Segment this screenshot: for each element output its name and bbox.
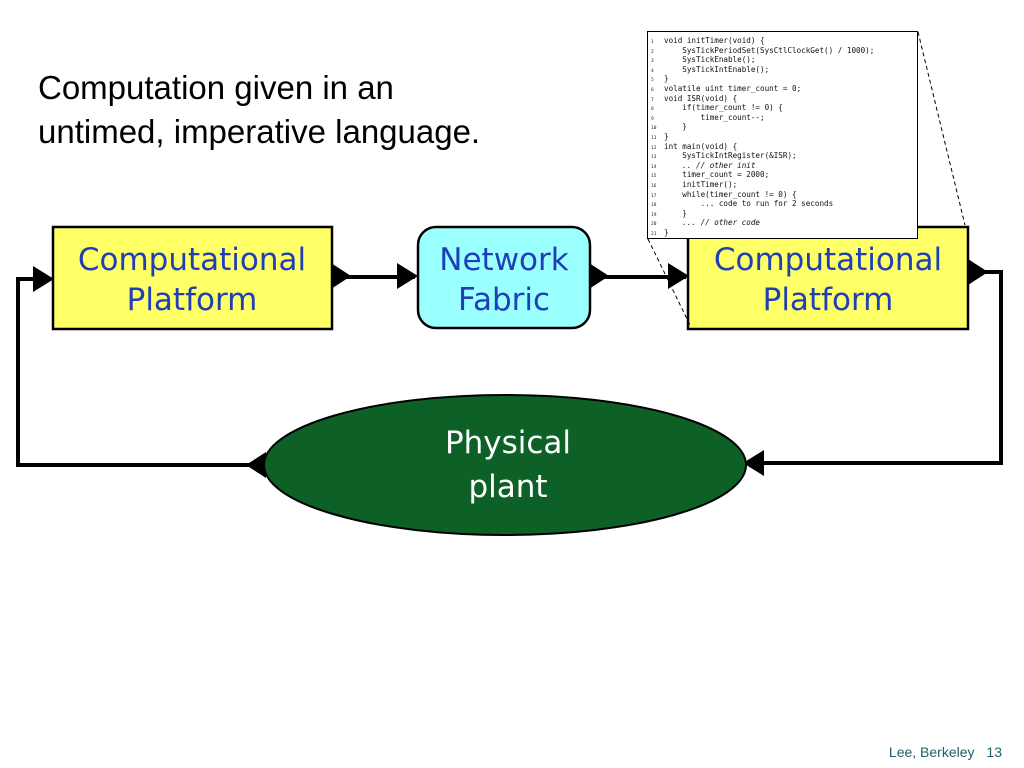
code-line: 17 while(timer_count != 0) { <box>651 190 914 200</box>
arrowheads <box>33 259 988 478</box>
code-line: 10 } <box>651 122 914 132</box>
output-port-right-platform <box>968 259 988 285</box>
code-line-number: 6 <box>651 87 654 93</box>
slide-title: Computation given in an untimed, imperat… <box>38 66 598 154</box>
plant-label-line-1: Physical <box>445 425 571 461</box>
code-line-text: SysTickIntEnable(); <box>664 64 770 74</box>
code-line-text: while(timer_count != 0) { <box>664 189 797 199</box>
code-line-number: 16 <box>651 183 657 189</box>
code-line: 12 int main(void) { <box>651 142 914 152</box>
code-line: 20 ... // other code <box>651 218 914 228</box>
code-line: 8 if(timer_count != 0) { <box>651 103 914 113</box>
code-line-text: void ISR(void) { <box>664 93 738 103</box>
code-line: 11} <box>651 132 914 142</box>
code-line-number: 7 <box>651 97 654 103</box>
code-line-text: void initTimer(void) { <box>664 36 765 45</box>
code-line: 19 } <box>651 209 914 219</box>
left-platform-label-line-1: Computational <box>78 242 306 278</box>
code-line-text: int main(void) { <box>664 141 738 151</box>
code-line: 5} <box>651 74 914 84</box>
arrowhead-into-right-platform <box>668 263 689 289</box>
code-line-number: 4 <box>651 68 654 74</box>
code-line-number: 10 <box>651 126 657 132</box>
footer-page-number: 13 <box>986 744 1002 760</box>
code-line: 2 SysTickPeriodSet(SysCtlClockGet() / 10… <box>651 46 914 56</box>
code-line: 9 timer_count--; <box>651 113 914 123</box>
code-line-text: SysTickEnable(); <box>664 55 756 65</box>
code-line-text: } <box>664 208 687 218</box>
computational-platform-left: Computational Platform <box>51 225 334 331</box>
output-port-left-platform <box>331 263 351 289</box>
output-port-network <box>589 263 609 289</box>
code-line-number: 14 <box>651 164 657 170</box>
code-line-text: } <box>664 122 687 132</box>
footer-author: Lee, Berkeley <box>888 744 975 760</box>
code-line-text: volatile uint timer_count = 0; <box>664 83 802 93</box>
code-line-number: 15 <box>651 174 657 180</box>
arrowhead-into-network <box>397 263 418 289</box>
code-line: 1 void initTimer(void) { <box>651 36 914 46</box>
code-line-text: SysTickPeriodSet(SysCtlClockGet() / 1000… <box>664 45 875 55</box>
code-line: 14 .. // other init <box>651 161 914 171</box>
code-line-number: 12 <box>651 145 657 151</box>
code-line: 16 initTimer(); <box>651 180 914 190</box>
code-line: 4 SysTickIntEnable(); <box>651 65 914 75</box>
code-line-text: timer_count--; <box>664 112 765 122</box>
code-line-text: initTimer(); <box>664 179 738 189</box>
code-line-text: ... // other code <box>664 218 761 228</box>
arrowhead-into-left-platform <box>33 266 54 292</box>
code-line: 3 SysTickEnable(); <box>651 55 914 65</box>
code-line-number: 1 <box>651 40 654 45</box>
plant-label-line-2: plant <box>468 469 547 505</box>
callout-lines <box>647 31 966 326</box>
code-line: 7 void ISR(void) { <box>651 94 914 104</box>
code-line: 13 SysTickIntRegister(&ISR); <box>651 151 914 161</box>
network-label-line-1: Network <box>439 242 568 278</box>
callout-line-left <box>647 238 691 326</box>
code-line-text: .. // other init <box>664 160 756 170</box>
callout-line-right <box>917 31 966 226</box>
code-line-number: 5 <box>651 78 654 84</box>
code-line-text: } <box>664 131 669 141</box>
code-line-text: timer_count = 2000; <box>664 170 770 180</box>
code-line-text: ... code to run for 2 seconds <box>664 199 834 209</box>
output-port-plant <box>246 452 266 478</box>
code-line: 6 volatile uint timer_count = 0; <box>651 84 914 94</box>
code-line-number: 9 <box>651 116 654 122</box>
left-platform-label-line-2: Platform <box>127 282 258 318</box>
network-label-line-2: Fabric <box>458 282 550 318</box>
code-line-text: } <box>664 227 669 237</box>
code-line-number: 19 <box>651 212 657 218</box>
code-line-number: 8 <box>651 107 654 113</box>
code-line-number: 11 <box>651 135 657 141</box>
arrowhead-into-plant <box>743 450 764 476</box>
slide-footer: Lee, Berkeley 13 <box>889 744 1002 760</box>
slide-title-line-1: Computation given in an <box>38 69 394 106</box>
code-line-number: 13 <box>651 155 657 161</box>
slide-title-line-2: untimed, imperative language. <box>38 113 481 150</box>
right-platform-label-line-2: Platform <box>763 282 894 318</box>
code-line: 21} <box>651 228 914 238</box>
right-platform-label-line-1: Computational <box>714 242 942 278</box>
code-line-text: if(timer_count != 0) { <box>664 103 783 113</box>
code-line-text: SysTickIntRegister(&ISR); <box>664 151 797 161</box>
code-line-number: 3 <box>651 59 654 65</box>
code-line-number: 18 <box>651 203 657 209</box>
code-line-number: 21 <box>651 231 657 237</box>
code-line-number: 17 <box>651 193 657 199</box>
network-fabric: Network Fabric <box>416 225 592 330</box>
computational-platform-right: Computational Platform <box>686 225 970 331</box>
code-line: 15 timer_count = 2000; <box>651 170 914 180</box>
code-line-number: 2 <box>651 49 654 55</box>
code-line-text: } <box>664 74 669 84</box>
code-line-number: 20 <box>651 222 657 228</box>
code-line: 18 ... code to run for 2 seconds <box>651 199 914 209</box>
physical-plant: Physical plant <box>263 394 747 536</box>
